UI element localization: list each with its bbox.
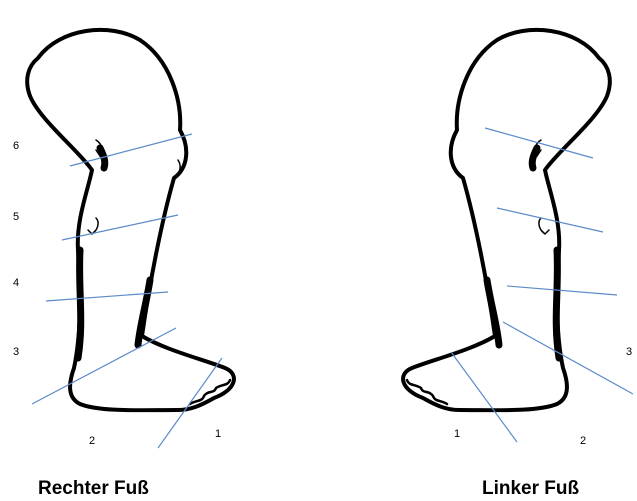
left-leg-title: Rechter Fuß	[38, 478, 149, 499]
left-leg-outline	[27, 30, 234, 410]
left-level-2: 2	[89, 435, 95, 447]
right-measure-line-5	[497, 208, 603, 232]
left-level-3: 3	[13, 346, 19, 358]
left-leg: 6 5 4 3 2 1 Rechter Fuß	[13, 30, 234, 499]
left-level-4: 4	[13, 277, 19, 289]
right-level-3: 3	[626, 346, 632, 358]
left-level-1: 1	[215, 428, 221, 440]
left-achilles-shading	[78, 250, 81, 358]
right-measure-line-1	[451, 352, 517, 442]
right-leg-title: Linker Fuß	[482, 478, 580, 499]
right-level-2: 2	[580, 435, 586, 447]
right-leg-outline	[403, 30, 610, 410]
left-level-5: 5	[13, 211, 19, 223]
right-marker-lower	[539, 218, 549, 234]
right-measure-line-4	[507, 286, 617, 295]
right-achilles-shading	[556, 250, 559, 358]
right-leg: 3 2 1 Linker Fuß	[403, 30, 633, 499]
left-measure-line-6	[70, 134, 192, 166]
left-marker-lower	[88, 218, 98, 234]
left-measure-line-1	[158, 358, 222, 448]
left-measure-line-3	[32, 328, 176, 404]
left-level-6: 6	[13, 140, 19, 152]
right-level-1: 1	[454, 428, 460, 440]
